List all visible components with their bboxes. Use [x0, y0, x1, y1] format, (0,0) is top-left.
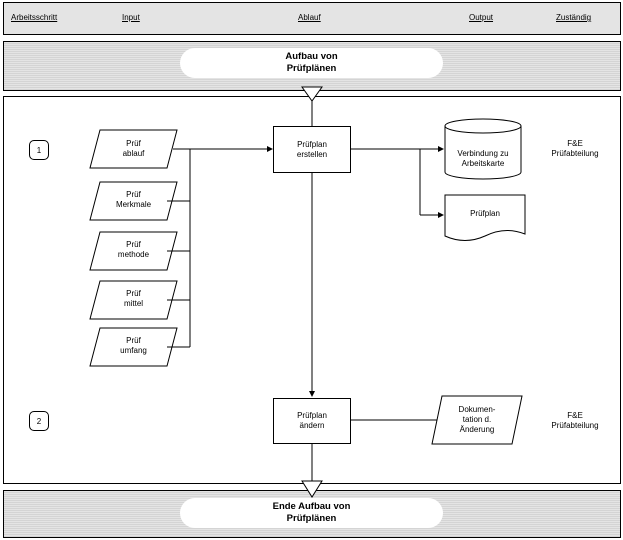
- database-label-line2: Arbeitskarte: [461, 159, 505, 168]
- start-label-line1: Aufbau von: [285, 51, 338, 62]
- header-col-input: Input: [122, 13, 140, 22]
- input-label-2: Prüf Merkmale: [100, 190, 167, 210]
- input-label-1-line1: Prüf: [126, 139, 141, 148]
- process-create-line2: erstellen: [296, 149, 328, 159]
- database-label-line1: Verbindung zu: [457, 149, 509, 158]
- input-shape-2: [89, 181, 178, 221]
- owner-step-2-line1: F&E: [567, 411, 583, 420]
- step-number-1: 1: [29, 140, 49, 160]
- document-label-line1: Prüfplan: [470, 209, 500, 218]
- header-band: [3, 2, 621, 35]
- input-label-3-line2: methode: [117, 250, 150, 259]
- owner-step-1-line2: Prüfabteilung: [551, 149, 599, 158]
- input-label-5: Prüf umfang: [100, 336, 167, 356]
- process-change-line2: ändern: [299, 421, 325, 430]
- document-label: Prüfplan: [445, 209, 525, 219]
- owner-step-1-line1: F&E: [567, 139, 583, 148]
- document-shape: [444, 194, 526, 241]
- change-doc-shape: [431, 395, 523, 445]
- input-label-5-line1: Prüf: [126, 336, 141, 345]
- end-label-line2: Prüfplänen: [286, 513, 337, 524]
- process-change-line1: Prüfplan: [297, 411, 327, 420]
- step-number-2: 2: [29, 411, 49, 431]
- start-label-line2: Prüfplänen: [286, 63, 337, 74]
- input-label-2-line2: Merkmale: [115, 200, 152, 209]
- input-label-4: Prüf mittel: [100, 289, 167, 309]
- input-shape-5: [89, 327, 178, 367]
- change-doc-label-line2: tation d.: [462, 415, 492, 424]
- process-create: Prüfplan erstellen: [273, 126, 351, 173]
- change-doc-label: Dokumen- tation d. Änderung: [442, 405, 512, 435]
- header-col-step: Arbeitsschritt: [11, 13, 58, 22]
- input-label-5-line2: umfang: [120, 346, 147, 355]
- input-shape-4: [89, 280, 178, 320]
- input-label-2-line1: Prüf: [126, 190, 141, 199]
- input-shape-3: [89, 231, 178, 271]
- input-label-4-line1: Prüf: [126, 289, 141, 298]
- owner-step-2: F&E Prüfabteilung: [540, 411, 610, 431]
- process-create-line1: Prüfplan: [297, 139, 327, 149]
- input-label-1-line2: ablauf: [122, 149, 145, 158]
- change-doc-label-line1: Dokumen-: [458, 405, 496, 414]
- change-doc-label-line3: Änderung: [459, 425, 495, 434]
- header-col-flow: Ablauf: [298, 13, 321, 22]
- offpage-connector-top: [301, 86, 323, 102]
- process-change: Prüfplan ändern: [273, 398, 351, 444]
- input-shape-1: [89, 129, 178, 169]
- owner-step-1: F&E Prüfabteilung: [540, 139, 610, 159]
- database-label: Verbindung zu Arbeitskarte: [445, 149, 521, 169]
- database-shape: [444, 118, 522, 180]
- input-label-3-line1: Prüf: [126, 240, 141, 249]
- start-terminator: Aufbau von Prüfplänen: [180, 48, 443, 78]
- end-terminator: Ende Aufbau von Prüfplänen: [180, 498, 443, 528]
- input-label-1: Prüf ablauf: [100, 139, 167, 159]
- end-label-line1: Ende Aufbau von: [272, 501, 351, 512]
- header-col-output: Output: [469, 13, 494, 22]
- header-col-owner: Zuständig: [556, 13, 592, 22]
- input-label-3: Prüf methode: [100, 240, 167, 260]
- offpage-connector-bottom: [301, 480, 323, 498]
- owner-step-2-line2: Prüfabteilung: [551, 421, 599, 430]
- input-label-4-line2: mittel: [123, 299, 144, 308]
